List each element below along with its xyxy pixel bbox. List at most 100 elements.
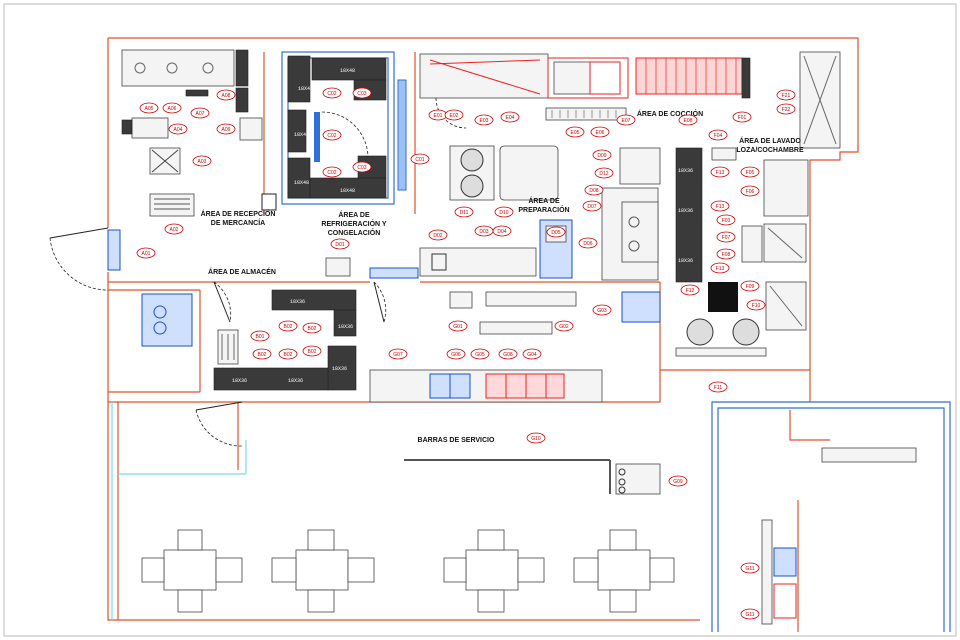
equipment-tag-a08: A08: [216, 89, 236, 101]
equipment-tag-label: F13: [716, 204, 725, 210]
equipment-tag-label: D09: [597, 153, 606, 159]
equipment-tag-g02: G02: [554, 320, 574, 332]
equipment-tag-label: G01: [453, 324, 463, 330]
equipment-tag-f22: F22: [776, 103, 796, 115]
equipment-tag-f06: F06: [740, 185, 760, 197]
equipment-tag-label: C02: [327, 91, 336, 97]
equipment-tag-label: A07: [196, 111, 205, 117]
equipment-tag-label: C03: [357, 165, 366, 171]
equipment-tag-g10: G10: [526, 432, 546, 444]
svg-text:18X36: 18X36: [678, 168, 693, 174]
equipment-tag-label: G10: [531, 436, 541, 442]
cold-room-equipment: 18X48 18X48 18X48 18X48 18X48: [287, 55, 407, 199]
equipment-tag-e08: E08: [678, 114, 698, 126]
equipment-tag-label: A01: [142, 251, 151, 257]
storage-equipment: 18X36 18X36 18X36 18X36 18X36: [141, 289, 357, 391]
equipment-tag-a07: A07: [190, 107, 210, 119]
equipment-tag-e05: E05: [565, 126, 585, 138]
equipment-tag-label: F13: [716, 170, 725, 176]
equipment-tag-f07: F07: [716, 231, 736, 243]
equipment-tag-label: F05: [746, 170, 755, 176]
equipment-tag-label: E07: [622, 118, 631, 124]
equipment-tag-f04: F04: [708, 129, 728, 141]
equipment-tag-c03b: C03: [352, 161, 372, 173]
preparation-equipment: [325, 145, 661, 335]
equipment-tag-label: C02: [327, 133, 336, 139]
equipment-tag-f12: F12: [680, 284, 700, 296]
equipment-tag-label: D05: [551, 230, 560, 236]
equipment-tag-f21: F21: [776, 89, 796, 101]
equipment-tag-label: C01: [415, 157, 424, 163]
equipment-tag-a06: A06: [162, 102, 182, 114]
equipment-tag-label: F01: [738, 115, 747, 121]
equipment-tag-label: A05: [145, 106, 154, 112]
dining-tables: [141, 529, 675, 613]
equipment-tag-c03a: C03: [352, 87, 372, 99]
equipment-tag-label: A08: [222, 93, 231, 99]
equipment-tag-label: F13: [716, 266, 725, 272]
equipment-tag-f01: F01: [732, 111, 752, 123]
equipment-tag-d06: D06: [578, 237, 598, 249]
equipment-tag-f08: F08: [716, 248, 736, 260]
equipment-tag-label: B02: [258, 352, 267, 358]
equipment-tag-f13a: F13: [710, 166, 730, 178]
equipment-tag-label: F07: [722, 235, 731, 241]
equipment-tag-label: G03: [597, 308, 607, 314]
equipment-tag-label: F04: [714, 133, 723, 139]
equipment-tag-label: D11: [460, 210, 469, 216]
equipment-tag-label: D06: [583, 241, 592, 247]
cold-room-outline: [281, 51, 395, 205]
equipment-tag-label: B02: [284, 352, 293, 358]
equipment-tag-g03: G03: [592, 304, 612, 316]
equipment-tag-e03: E03: [474, 114, 494, 126]
equipment-tag-label: F21: [782, 93, 791, 99]
table-3: [443, 529, 545, 613]
equipment-tag-e07: E07: [616, 114, 636, 126]
equipment-tag-label: F03: [722, 218, 731, 224]
equipment-tag-label: D02: [433, 233, 442, 239]
equipment-tag-e01: E01: [428, 109, 448, 121]
equipment-tag-label: E02: [450, 113, 459, 119]
equipment-tag-f11: F11: [708, 381, 728, 393]
svg-text:18X48: 18X48: [340, 188, 355, 194]
equipment-tag-label: E05: [571, 130, 580, 136]
equipment-tag-d04: D04: [492, 225, 512, 237]
equipment-tag-label: E01: [434, 113, 443, 119]
dishwashing-equipment: [675, 51, 841, 357]
equipment-tag-label: F11: [714, 385, 722, 391]
equipment-tag-g11a: G11: [740, 562, 760, 574]
equipment-tag-g01: G01: [448, 320, 468, 332]
svg-text:18X36: 18X36: [332, 366, 347, 372]
equipment-tag-d02: D02: [428, 229, 448, 241]
equipment-tag-c02a: C02: [322, 87, 342, 99]
equipment-tag-g09: G09: [668, 475, 688, 487]
equipment-tag-label: F09: [746, 284, 755, 290]
equipment-tag-label: F12: [686, 288, 695, 294]
equipment-tag-b01: B01: [250, 330, 270, 342]
equipment-tag-label: F06: [746, 189, 755, 195]
doors: [49, 227, 387, 447]
equipment-tag-f05: F05: [740, 166, 760, 178]
equipment-tag-label: G07: [393, 352, 403, 358]
equipment-tag-label: E08: [684, 118, 693, 124]
equipment-tag-a05: A05: [139, 102, 159, 114]
equipment-tag-d09: D09: [592, 149, 612, 161]
equipment-tag-d10: D10: [494, 206, 514, 218]
equipment-tag-d03: D03: [474, 225, 494, 237]
center-island: 18X36 18X36 18X36: [601, 147, 703, 283]
svg-text:18X36: 18X36: [338, 324, 353, 330]
equipment-tag-label: D10: [499, 210, 508, 216]
equipment-tag-g04: G04: [522, 348, 542, 360]
side-room-inner: [717, 407, 945, 632]
equipment-tag-b02d: B02: [278, 348, 298, 360]
svg-text:18X36: 18X36: [232, 378, 247, 384]
equipment-tag-label: G02: [559, 324, 569, 330]
equipment-tag-c02b: C02: [322, 129, 342, 141]
equipment-tag-d12: D12: [594, 167, 614, 179]
equipment-tag-c02c: C02: [322, 166, 342, 178]
equipment-tag-label: D12: [599, 171, 608, 177]
